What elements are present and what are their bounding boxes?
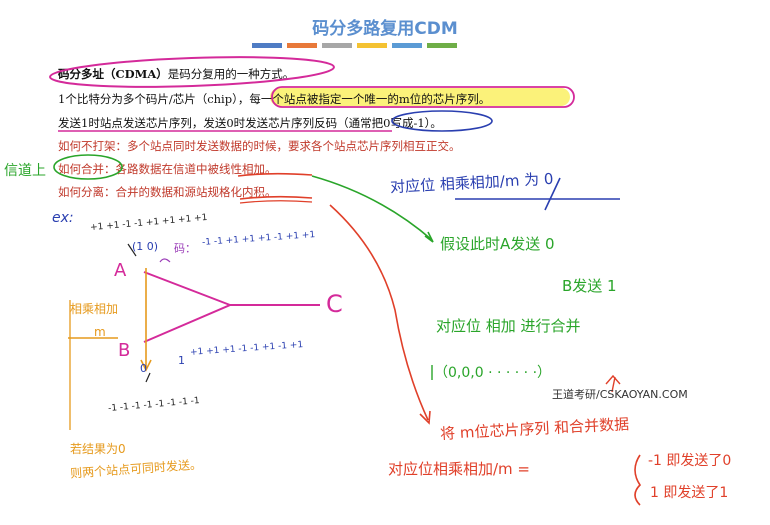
hw-result-zero: 若结果为0	[70, 442, 126, 456]
hw-over-m: m	[94, 325, 106, 339]
hw-corr-merge: 对应位 相加 进行合并	[436, 317, 581, 335]
title-bar-5	[392, 43, 422, 48]
hw-code-label: 码：	[174, 242, 196, 255]
title-bar-2	[287, 43, 317, 48]
cdma-bold: 码分多址（CDMA）	[58, 67, 168, 81]
hw-label-c: C	[326, 290, 343, 318]
hw-assume-b: B发送 1	[562, 277, 617, 295]
hw-label-a: A	[114, 260, 127, 281]
hw-assume-a: 假设此时A发送 0	[440, 235, 555, 253]
hw-code-a: (1 0)	[132, 240, 159, 253]
title-bar-3	[322, 43, 352, 48]
hw-seq-b-prefix: 1	[178, 354, 185, 367]
slide-title: 码分多路复用CDM	[312, 19, 458, 39]
text-line-no-conflict: 如何不打架：多个站点同时发送数据的时候，要求各个站点芯片序列相互正交。	[58, 139, 461, 153]
text-line-send: 发送1时站点发送芯片序列，发送0时发送芯片序列反码（通常把0写成-1）。	[58, 116, 442, 130]
hw-take-m: 将 m位芯片序列 和合并数据	[439, 415, 630, 443]
watermark: 王道考研/CSKAOYAN.COM	[552, 388, 688, 401]
title-bar-6	[427, 43, 457, 48]
hw-both-send: 则两个站点可同时发送。	[69, 457, 203, 481]
hw-corr-formula: 对应位相乘相加/m =	[388, 460, 531, 478]
text-line-chip: 1个比特分为多个码片/芯片（chip），每一个站点被指定一个唯一的m位的芯片序列…	[58, 92, 491, 106]
hw-merged: （0,0,0 · · · · · ·）	[434, 365, 552, 381]
hw-ex: ex:	[52, 210, 74, 226]
hw-zero: 0	[140, 362, 147, 375]
hw-corr-zero: 对应位 相乘相加/m 为 0	[389, 169, 554, 197]
text-line-cdma: 码分多址（CDMA）是码分复用的一种方式。	[58, 66, 294, 82]
hw-seq-b: +1 +1 +1 -1 -1 +1 -1 +1	[189, 340, 304, 358]
cdma-rest: 是码分复用的一种方式。	[167, 67, 295, 81]
hw-label-b: B	[118, 340, 131, 361]
text-line-separate: 如何分离：合并的数据和源站规格化内积。	[58, 185, 277, 199]
title-bar-1	[252, 43, 282, 48]
title-bar-4	[357, 43, 387, 48]
title-color-bars	[252, 43, 457, 48]
hw-seq-a: -1 -1 +1 +1 +1 -1 +1 +1	[201, 230, 316, 248]
hw-case-pos: 1 即发送了1	[650, 485, 729, 501]
text-line-merge: 如何合并：各路数据在信道中被线性相加。	[58, 162, 277, 176]
hw-channel: 信道上	[4, 163, 46, 179]
hw-seq-bottom: -1 -1 -1 -1 -1 -1 -1 -1	[107, 396, 201, 414]
hw-case-neg: -1 即发送了0	[648, 453, 732, 469]
hw-mult-add: 相乘相加	[70, 302, 119, 316]
hw-seq-top: +1 +1 -1 -1 +1 +1 +1 +1	[89, 212, 208, 234]
